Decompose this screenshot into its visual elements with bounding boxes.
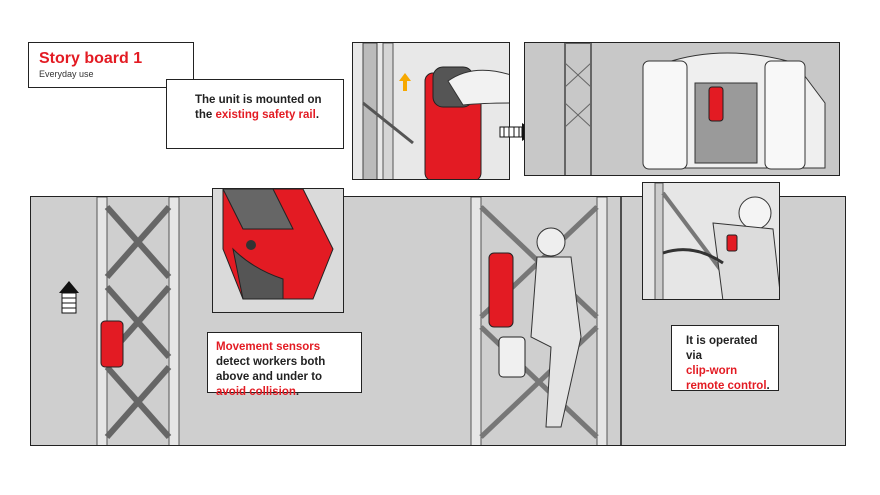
sensor-closeup-illustration xyxy=(213,189,343,312)
panel-sensor-closeup xyxy=(212,188,344,313)
panel-remote-worker xyxy=(642,182,780,300)
panel-tower-climb xyxy=(30,196,846,446)
panel-van xyxy=(524,42,840,176)
caption-sensors-part1: detect workers both above and under to xyxy=(216,356,326,383)
mounting-illustration xyxy=(362,43,509,179)
caption-sensors: Movement sensors detect workers both abo… xyxy=(207,332,362,398)
caption-sensors-highlight2: avoid collision xyxy=(216,386,296,398)
left-tower-illustration xyxy=(96,197,180,445)
storyboard-subtitle: Everyday use xyxy=(39,69,94,79)
caption-mount-part2: the xyxy=(195,109,216,121)
remote-worker-illustration xyxy=(643,183,779,299)
caption-remote-part2: . xyxy=(766,380,770,392)
caption-mount-part3: . xyxy=(315,109,320,121)
middle-tower-illustration xyxy=(470,197,608,445)
up-arrow-icon xyxy=(399,73,411,91)
panel-mounting-closeup xyxy=(352,42,510,180)
caption-mount-line1: The unit is mounted on xyxy=(195,94,322,106)
caption-remote: It is operated via clip-worn remote cont… xyxy=(671,325,779,392)
caption-remote-part1: It is operated via xyxy=(686,335,758,362)
caption-remote-highlight: clip-worn remote control xyxy=(686,365,767,392)
van-illustration xyxy=(525,43,839,175)
hatched-up-arrow-icon xyxy=(59,281,79,314)
caption-sensors-highlight1: Movement sensors xyxy=(216,341,321,353)
caption-sensors-part2: . xyxy=(295,386,300,398)
caption-mount-highlight: existing safety rail xyxy=(215,109,316,121)
storyboard-title: Story board 1 xyxy=(39,50,143,67)
caption-mount: The unit is mounted on the existing safe… xyxy=(166,79,344,149)
storyboard-title-box: Story board 1 Everyday use xyxy=(28,42,194,88)
